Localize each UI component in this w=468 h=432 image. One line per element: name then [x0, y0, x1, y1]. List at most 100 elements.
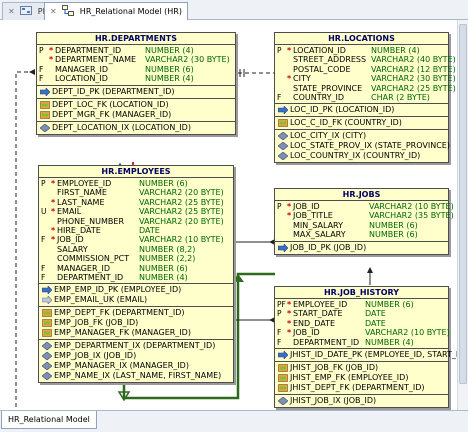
unique-key-icon	[42, 296, 52, 305]
index-row[interactable]: EMP_DEPARTMENT_IX (DEPARTMENT_ID)	[39, 341, 233, 351]
foreign-key-row[interactable]: EMP_JOB_FK (JOB_ID)	[39, 318, 233, 328]
foreign-key-icon	[40, 110, 50, 119]
index-row[interactable]: LOC_CITY_IX (CITY)	[275, 131, 448, 141]
foreign-key-row[interactable]: DEPT_MGR_FK (MANAGER_ID)	[37, 110, 235, 120]
primary-key-row[interactable]: JHIST_ID_DATE_PK (EMPLOYEE_ID, START_DAT…	[275, 350, 457, 360]
index-icon	[42, 372, 52, 381]
index-row[interactable]: DEPT_LOCATION_IX (LOCATION_ID)	[37, 123, 235, 133]
primary-key-row[interactable]: JOB_ID_PK (JOB_ID)	[275, 243, 448, 253]
tab-hr-relational-model-diagram[interactable]: HR_Relational Model	[1, 411, 97, 429]
foreign-key-icon	[278, 119, 288, 128]
editor-tab-bar: ✕ PDW ✕ HR_Relational Model (HR)	[0, 0, 468, 21]
foreign-key-row[interactable]: DEPT_LOC_FK (LOCATION_ID)	[37, 100, 235, 110]
index-row[interactable]: LOC_STATE_PROV_IX (STATE_PROVINCE)	[275, 141, 450, 151]
primary-key-icon	[42, 286, 52, 295]
relational-model-icon	[62, 5, 75, 16]
index-section: JHIST_JOB_IX (JOB_ID)	[275, 395, 448, 407]
primary-key-row[interactable]: DEPT_ID_PK (DEPARTMENT_ID)	[37, 87, 235, 97]
foreign-key-icon	[40, 100, 50, 109]
foreign-key-icon	[278, 384, 288, 392]
index-row[interactable]: JHIST_JOB_IX (JOB_ID)	[275, 396, 448, 406]
primary-key-icon	[40, 87, 50, 96]
foreign-key-row[interactable]: EMP_MANAGER_FK (MANAGER_ID)	[39, 328, 233, 338]
index-row[interactable]: EMP_JOB_IX (JOB_ID)	[39, 351, 233, 361]
primary-key-row[interactable]: LOC_ID_PK (LOCATION_ID)	[275, 105, 448, 115]
foreign-key-row[interactable]: JHIST_DEPT_FK (DEPARTMENT_ID)	[275, 383, 448, 393]
table-title: HR.JOBS	[275, 189, 448, 201]
foreign-key-icon	[42, 329, 52, 338]
primary-key-section: DEPT_ID_PK (DEPARTMENT_ID)	[37, 86, 235, 99]
index-icon	[42, 362, 52, 371]
primary-key-icon	[278, 243, 288, 252]
vertical-scrollbar[interactable]	[457, 20, 468, 410]
primary-key-section: EMP_EMP_ID_PK (EMPLOYEE_ID) EMP_EMAIL_UK…	[39, 284, 233, 308]
close-icon[interactable]: ✕	[50, 7, 57, 16]
diagram-tab-bar: HR_Relational Model	[0, 410, 468, 432]
index-icon	[278, 396, 288, 405]
foreign-key-section: DEPT_LOC_FK (LOCATION_ID) DEPT_MGR_FK (M…	[37, 99, 235, 122]
index-row[interactable]: LOC_COUNTRY_IX (COUNTRY_ID)	[275, 151, 448, 161]
index-icon	[278, 142, 288, 151]
unique-key-row[interactable]: EMP_EMAIL_UK (EMAIL)	[39, 295, 233, 305]
foreign-key-section: JHIST_JOB_FK (JOB_ID) JHIST_EMP_FK (EMPL…	[275, 362, 448, 395]
foreign-key-row[interactable]: JHIST_JOB_FK (JOB_ID)	[275, 363, 448, 373]
foreign-key-row[interactable]: EMP_DEPT_FK (DEPARTMENT_ID)	[39, 308, 233, 318]
scrollbar-thumb[interactable]	[459, 24, 467, 384]
index-row[interactable]: EMP_NAME_IX (LAST_NAME, FIRST_NAME)	[39, 371, 233, 381]
foreign-key-row[interactable]: LOC_C_ID_FK (COUNTRY_ID)	[275, 118, 448, 128]
table-title: HR.DEPARTMENTS	[37, 33, 235, 45]
foreign-key-icon	[42, 309, 52, 318]
index-row[interactable]: EMP_MANAGER_IX (MANAGER_ID)	[39, 361, 233, 371]
index-icon	[42, 342, 52, 351]
foreign-key-icon	[278, 364, 288, 372]
primary-key-icon	[278, 350, 288, 359]
close-icon[interactable]: ✕	[8, 7, 15, 16]
foreign-key-row[interactable]: JHIST_EMP_FK (EMPLOYEE_ID)	[275, 373, 448, 383]
tab-label: HR_Relational Model (HR)	[79, 7, 182, 16]
foreign-key-section: LOC_C_ID_FK (COUNTRY_ID)	[275, 117, 448, 131]
tab-hr-relational-model[interactable]: ✕ HR_Relational Model (HR)	[44, 2, 188, 21]
model-icon	[20, 6, 33, 15]
primary-key-row[interactable]: EMP_EMP_ID_PK (EMPLOYEE_ID)	[39, 285, 233, 295]
